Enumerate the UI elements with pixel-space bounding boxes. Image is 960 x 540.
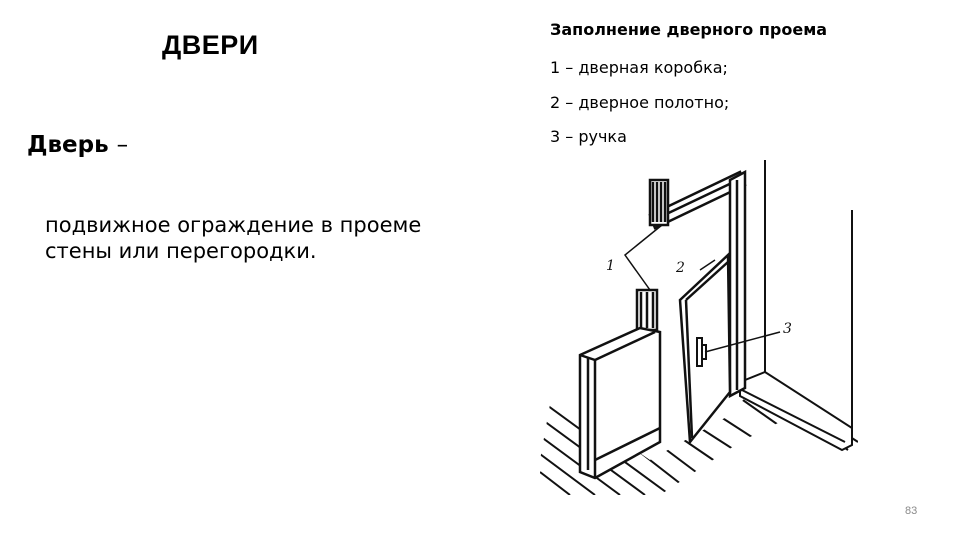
- page-number: 83: [905, 505, 918, 517]
- term-word: Дверь: [27, 132, 109, 158]
- callout-3: 3: [783, 321, 792, 337]
- caption-item-handle: 3 – ручка: [550, 127, 627, 146]
- left-wall-fragment: [578, 326, 662, 480]
- slide-title: ДВЕРИ: [162, 30, 259, 60]
- term-dash: –: [116, 132, 129, 158]
- term-definition: подвижное ограждение в проеме стены или …: [45, 213, 422, 263]
- figure-caption-title: Заполнение дверного проема: [550, 20, 828, 39]
- callout-2: 2: [675, 260, 685, 276]
- door-opening-illustration: 1 2 3: [540, 160, 858, 495]
- callout-1: 1: [606, 258, 615, 274]
- leader-lines: [623, 224, 781, 353]
- term-heading: Дверь –: [27, 132, 128, 158]
- caption-item-door-leaf: 2 – дверное полотно;: [550, 93, 730, 112]
- caption-item-door-frame: 1 – дверная коробка;: [550, 58, 728, 77]
- baseboard: [739, 370, 853, 452]
